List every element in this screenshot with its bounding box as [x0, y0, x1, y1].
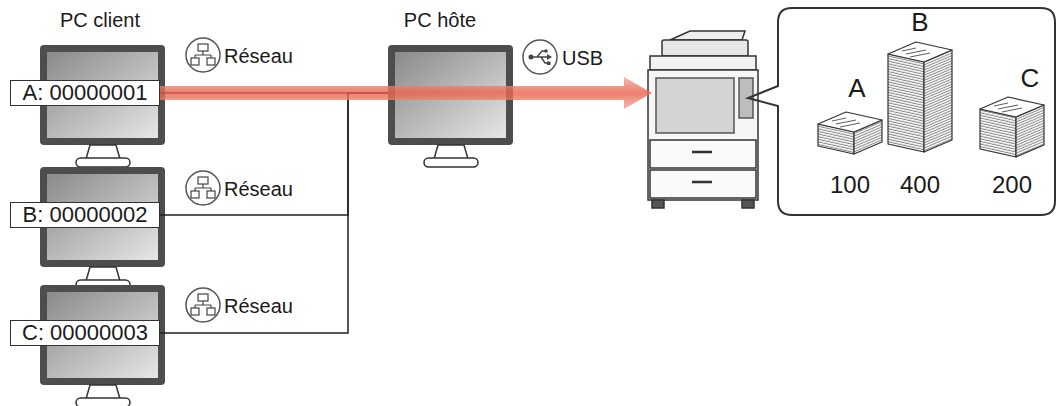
- client-monitor: [40, 167, 165, 289]
- output-callout: A 100 B 400 C 200: [778, 8, 1055, 215]
- client-monitor: [40, 45, 165, 167]
- page-count: 400: [900, 173, 940, 197]
- client-id-box: B: 00000002: [10, 202, 160, 228]
- usb-icon: [523, 40, 557, 74]
- network-label: Réseau: [224, 179, 293, 199]
- paper-stack: [888, 42, 952, 152]
- network-icon: [186, 171, 220, 205]
- paper-stack: [818, 112, 882, 154]
- section-heading: PC client: [60, 10, 140, 30]
- network-icon: [186, 288, 220, 322]
- client-id-box: A: 00000001: [10, 80, 160, 106]
- stack-letter: A: [848, 75, 865, 101]
- page-count: 200: [992, 173, 1032, 197]
- client-id: A: 00000001: [23, 81, 148, 105]
- printer: [652, 40, 760, 210]
- host-pc: PC hôte: [388, 45, 513, 141]
- host-label: PC hôte: [404, 10, 476, 30]
- client-id-box: C: 00000003: [10, 320, 160, 346]
- page-count: 100: [830, 173, 870, 197]
- callout-border: [748, 8, 1055, 215]
- host-monitor: [388, 45, 513, 167]
- network-icon: [186, 38, 220, 72]
- client-id: B: 00000002: [23, 203, 148, 227]
- network-line: [160, 93, 388, 333]
- network-label: Réseau: [224, 296, 293, 316]
- paper-stack: [980, 97, 1044, 157]
- print-job-arrow: [160, 77, 652, 109]
- network-label: Réseau: [224, 46, 293, 66]
- network-line: [160, 93, 388, 215]
- network-line: [160, 92, 388, 94]
- stack-letter: B: [911, 9, 928, 35]
- client-id: C: 00000003: [22, 321, 148, 345]
- stack-letter: C: [1021, 65, 1040, 91]
- usb-label: USB: [562, 48, 603, 68]
- printer-drawing: [648, 31, 758, 208]
